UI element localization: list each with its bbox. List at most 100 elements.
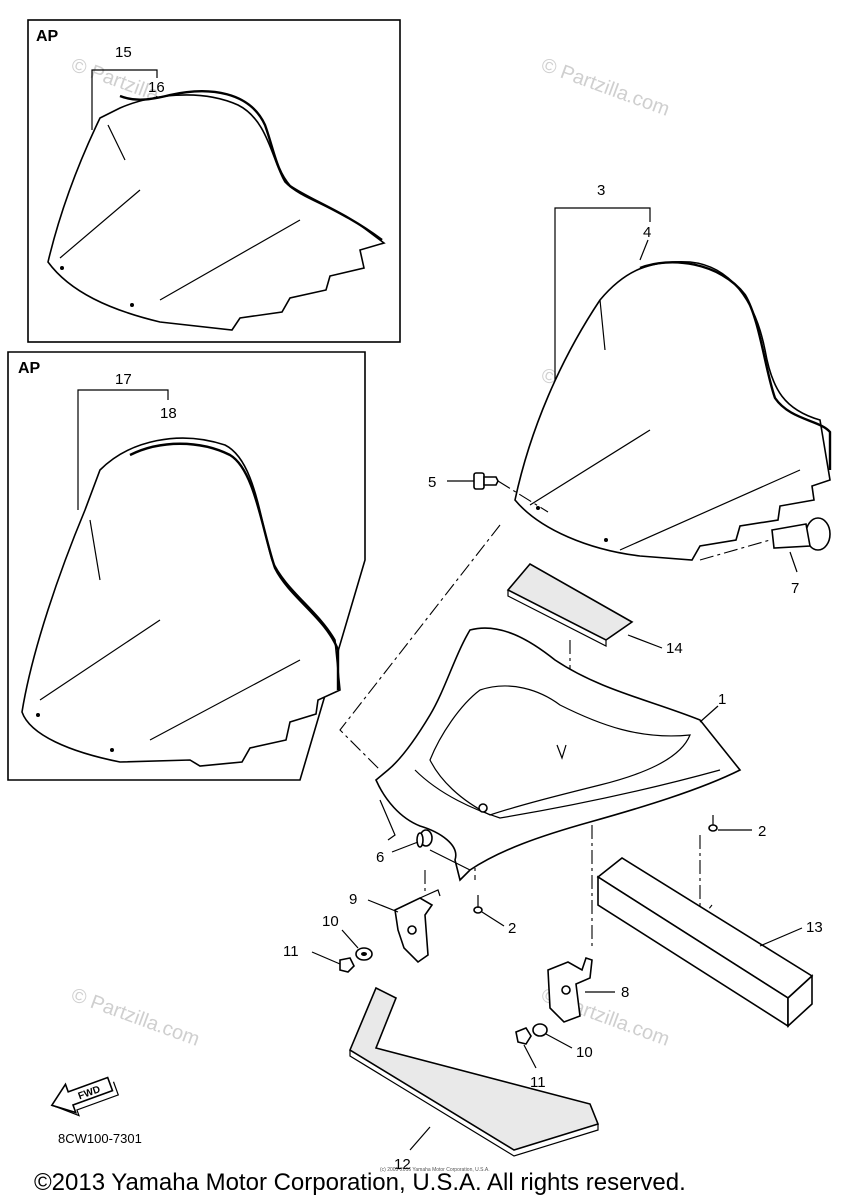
pad-14-edge <box>507 590 607 647</box>
windshield-alt-a <box>47 94 386 331</box>
callout-16: 16 <box>148 79 165 96</box>
block-13: 13 <box>596 857 823 1028</box>
callout-3: 3 <box>597 182 605 199</box>
callout-1: 1 <box>718 691 726 708</box>
callout-2b: 2 <box>508 920 516 937</box>
cowl-1-hole <box>478 803 488 813</box>
callout-18: 18 <box>160 405 177 422</box>
inset-middle-label: AP <box>18 360 41 377</box>
screw-2a: 2 <box>708 815 766 840</box>
knob-7: 7 <box>699 517 831 597</box>
callout-12: 12 <box>394 1156 411 1173</box>
cowl-1: 1 <box>375 627 742 882</box>
leader-13 <box>759 927 803 947</box>
nut-11a: 11 <box>283 943 355 973</box>
bar-12: 12 <box>348 986 600 1173</box>
bracket-9-hole <box>407 925 417 935</box>
callout-17: 17 <box>115 371 132 388</box>
washer-10b: 10 <box>532 1023 593 1061</box>
bolt-5-head <box>473 472 485 490</box>
grommet-6-flange <box>416 832 424 848</box>
bolt-5-shank <box>483 476 499 486</box>
callout-10b: 10 <box>576 1044 593 1061</box>
callout-14: 14 <box>666 640 683 657</box>
nut-11b: 11 <box>515 1027 546 1091</box>
leader-12 <box>409 1126 431 1151</box>
bracket-15 <box>91 69 158 130</box>
leader-10b <box>545 1033 573 1049</box>
bar-12-edge <box>349 1050 599 1157</box>
pad-14: 14 <box>506 562 683 657</box>
copyright: ©2013 Yamaha Motor Corporation, U.S.A. A… <box>34 1169 686 1196</box>
windshield-alt-a-fold <box>59 124 301 301</box>
callout-11b: 11 <box>530 1074 546 1091</box>
knob-7-shaft <box>771 523 811 549</box>
callout-6: 6 <box>376 849 384 866</box>
screw-2a-head <box>708 824 718 832</box>
block-13-top <box>596 857 814 1000</box>
leader-6 <box>391 841 419 853</box>
inset-top-label: AP <box>36 28 59 45</box>
callout-5: 5 <box>428 474 436 491</box>
inset-top: AP 15 16 <box>27 19 401 343</box>
leader-7 <box>789 551 798 573</box>
bar-12-body <box>348 986 600 1151</box>
leader-2b <box>481 911 505 927</box>
callout-2a: 2 <box>758 823 766 840</box>
inset-top-frame <box>27 19 401 343</box>
callout-4: 4 <box>643 224 651 241</box>
cowl-1-clip <box>556 744 567 760</box>
callout-13: 13 <box>806 919 823 936</box>
leader-11a <box>311 951 341 965</box>
leader-14 <box>627 634 663 649</box>
leader-11b <box>523 1044 537 1069</box>
bracket-8-hole <box>561 985 571 995</box>
windshield-main-fold <box>529 299 801 551</box>
bracket-17 <box>77 389 169 510</box>
callout-7: 7 <box>791 580 799 597</box>
windshield-main: 3 4 <box>514 182 832 561</box>
fwd-arrow-shadow <box>51 1081 120 1117</box>
windshield-main-trim <box>639 261 832 470</box>
bracket-9-tab <box>419 889 441 899</box>
leader-4 <box>639 239 649 261</box>
windshield-alt-b-fold <box>39 519 301 741</box>
cowl-1-body <box>375 627 742 882</box>
watermark-7: © Partzilla.com <box>68 984 202 1051</box>
leader-1 <box>699 705 719 723</box>
callout-8: 8 <box>621 984 629 1001</box>
washer-10b-body <box>532 1023 548 1037</box>
washer-10a: 10 <box>322 913 373 961</box>
grommet-6: 6 <box>376 829 433 866</box>
block-13-end <box>787 974 813 1028</box>
inset-middle: AP 17 18 <box>7 351 366 781</box>
fwd-arrow-shape <box>50 1076 114 1114</box>
diagram-code: 8CW100-7301 <box>58 1131 142 1146</box>
callout-15: 15 <box>115 44 132 61</box>
cowl-1-inner <box>429 685 691 816</box>
callout-9: 9 <box>349 891 357 908</box>
leader-10a <box>341 929 359 949</box>
nut-11b-body <box>515 1027 532 1045</box>
centerline-7 <box>699 539 771 561</box>
assy-line-a <box>339 524 501 771</box>
tiny-copyright: (c) 2005-2016 Yamaha Motor Corporation, … <box>380 1167 490 1173</box>
windshield-alt-a-trim <box>119 90 383 241</box>
pad-14-body <box>506 562 634 641</box>
watermark-1: © Partzilla.com <box>538 54 672 121</box>
windshield-main-body <box>514 260 831 561</box>
cowl-1-rim <box>414 769 721 819</box>
centerline-5 <box>497 480 549 513</box>
bracket-9: 9 <box>349 889 441 964</box>
nut-11a-body <box>339 957 355 973</box>
callout-11a: 11 <box>283 943 299 960</box>
cowl-1-lip <box>379 799 471 871</box>
leader-9 <box>367 899 399 913</box>
fwd-arrow: FWD <box>50 1076 120 1117</box>
windshield-alt-b <box>21 437 341 767</box>
windshield-alt-b-trim <box>129 442 340 690</box>
bolt-5: 5 <box>428 472 549 513</box>
bracket-8: 8 <box>547 956 629 1023</box>
screw-2b: 2 <box>473 895 516 937</box>
